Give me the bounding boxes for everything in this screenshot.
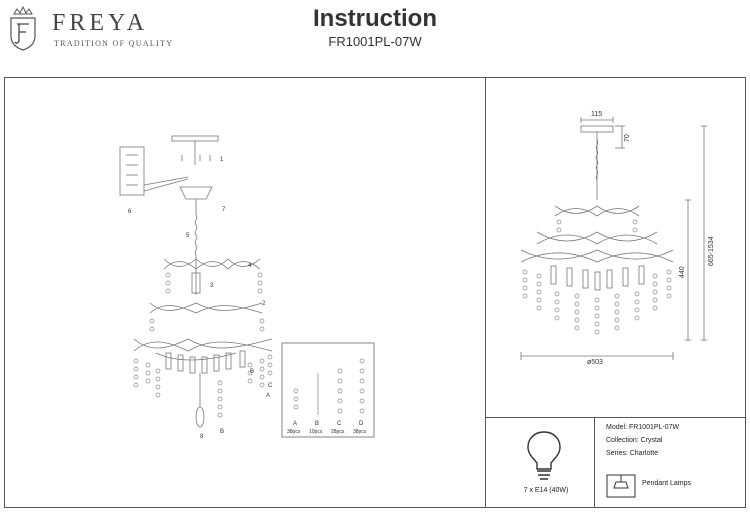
spec-model: Model: FR1001PL-07W [606,424,680,431]
dim-body-height: 440 [679,266,686,278]
document-model-number: FR1001PL-07W [328,34,422,49]
part-number-5: 5 [186,233,190,239]
side-letter-a: A [266,393,270,399]
dim-total-height: 665-1534 [708,236,715,266]
part-number-8: 8 [200,434,204,440]
crystal-letter-d: D [359,421,364,427]
brand-name: FREYA [52,10,149,36]
crystal-count-c: 28pcs [331,429,345,435]
pendant-lamp-icon [606,474,636,498]
bulb-spec: 7 x E14 (40W) [523,487,569,494]
drawing-frame [4,77,746,508]
side-letter-b: B [250,369,254,375]
frame-divider-horizontal [485,417,746,418]
brand-tagline: TRADITION OF QUALITY [54,39,174,48]
crystal-letter-b: B [315,421,319,427]
side-letter-b-lower: B [220,429,224,435]
part-number-6: 6 [128,209,132,215]
crystal-letter-a: A [293,421,297,427]
document-title: Instruction [313,5,437,32]
frame-divider-vertical [485,77,486,508]
spec-series: Series: Charlotte [606,450,659,457]
dim-diameter: ø503 [587,359,603,366]
crystal-count-d: 38pcs [353,429,367,435]
part-number-7: 7 [222,207,226,213]
dim-canopy-height: 70 [624,134,631,142]
bulb-icon [522,428,566,482]
spec-divider [594,417,595,508]
spec-type-label: Pendant Lamps [642,480,692,487]
spec-collection: Collection: Crystal [606,437,663,444]
part-number-2: 2 [262,301,266,307]
part-number-1: 1 [220,157,224,163]
dimension-diagram: 115 ø503 70 440 665-1534 [505,110,730,370]
dim-top-width: 115 [591,111,602,118]
crystal-letter-c: C [337,421,342,427]
crystal-count-b: 10pcs [309,429,323,435]
part-number-4: 4 [248,263,252,269]
part-number-3: 3 [210,283,214,289]
side-letter-c: C [268,383,273,389]
freya-logo-emblem [6,5,40,52]
assembly-diagram: 1 2 3 4 5 6 7 8 C B A B A B C D 38pcs 10… [100,125,400,455]
crystal-count-a: 38pcs [287,429,301,435]
